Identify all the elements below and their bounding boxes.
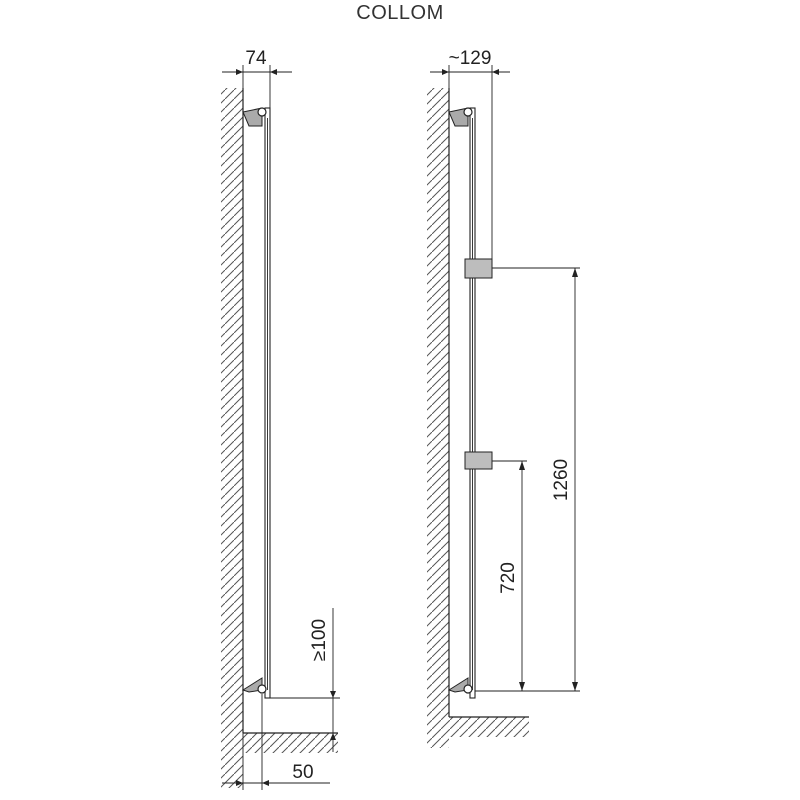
left-bottom-bracket-bolt (257, 684, 267, 694)
right-floor-hatch (449, 717, 529, 737)
diagram-title: COLLOM (356, 2, 444, 24)
left-side-view: 74 ≥100 50 (221, 48, 340, 790)
dim-1260-arrow-bottom (572, 682, 578, 691)
left-depth-label: 74 (245, 48, 267, 69)
dim-720-arrow-bottom (519, 682, 525, 691)
right-top-bracket (448, 107, 469, 127)
dim-1260-label: 1260 (551, 459, 572, 501)
left-top-bracket (242, 107, 263, 127)
left-depth-arrow-2 (270, 69, 277, 75)
left-depth-arrow-1 (236, 69, 243, 75)
lower-towel-bar (464, 451, 493, 470)
right-depth-arrow-1 (442, 69, 449, 75)
dim-720-label: 720 (498, 562, 519, 594)
right-wall-hatch (427, 88, 449, 748)
right-depth-arrow-2 (492, 69, 499, 75)
offset-arrow-2 (262, 780, 269, 786)
offset-arrow-1 (236, 780, 243, 786)
upper-towel-bar (464, 258, 493, 279)
dim-1260-arrow-top (572, 268, 578, 277)
left-floor-hatch (243, 733, 338, 753)
floor-gap-arrow-bottom (330, 733, 336, 740)
floor-gap-arrow-top (330, 691, 336, 698)
floor-gap-label: ≥100 (309, 619, 330, 661)
left-top-bracket-bolt (257, 107, 267, 117)
right-top-bracket-bolt (463, 107, 473, 117)
right-bottom-bracket-bolt (463, 684, 473, 694)
offset-label: 50 (292, 762, 313, 783)
right-side-view: ~129 1260 720 (427, 48, 580, 748)
left-wall-hatch (221, 88, 243, 788)
right-depth-label: ~129 (449, 48, 492, 69)
dim-720-arrow-top (519, 461, 525, 470)
